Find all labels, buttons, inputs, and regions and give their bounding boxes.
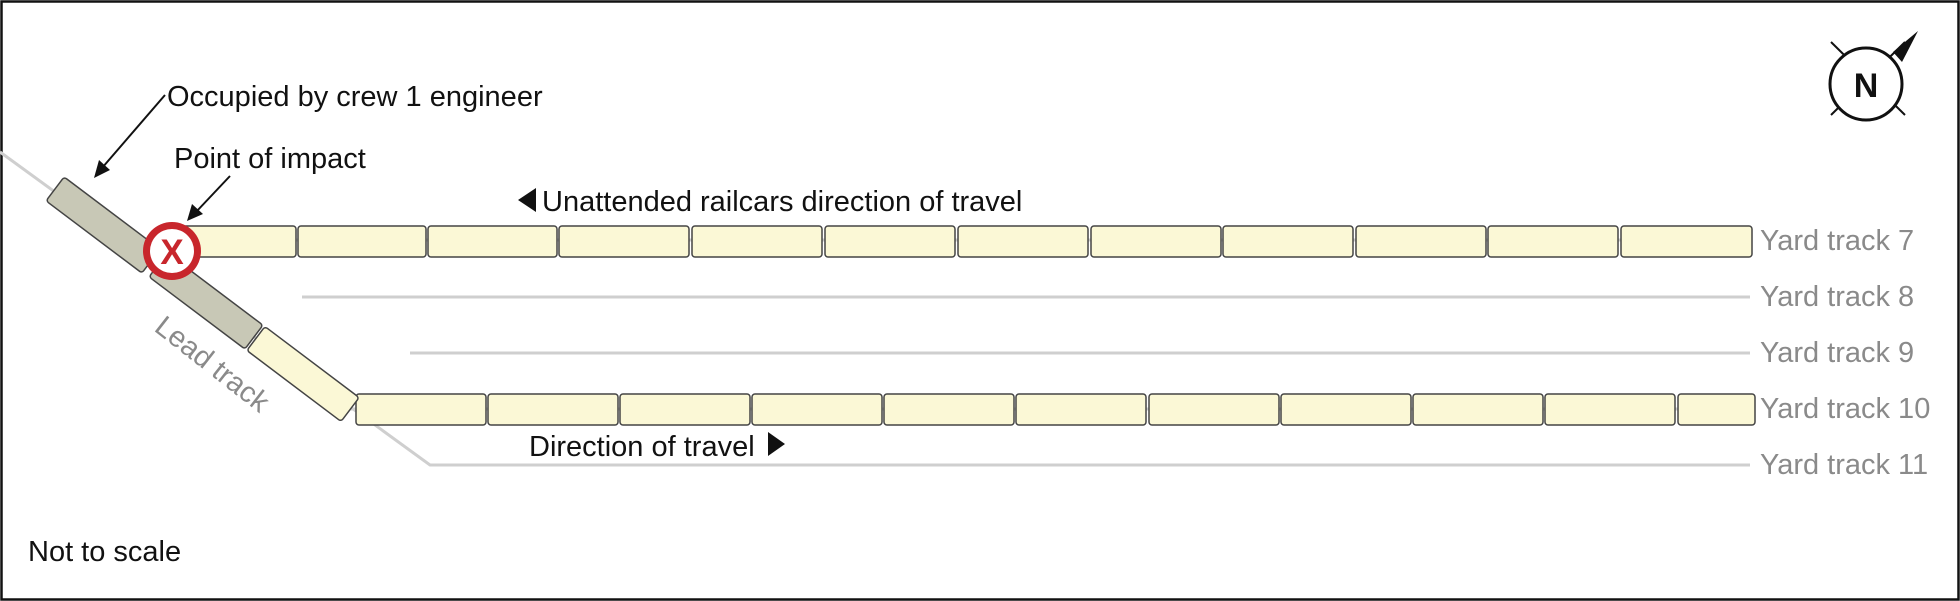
railcar (487, 393, 619, 426)
railcar (691, 225, 823, 258)
arrow-left-icon (518, 188, 536, 212)
railcar (1148, 393, 1280, 426)
impact-callout-head (187, 204, 203, 221)
railcar (1487, 225, 1619, 258)
railcar (1222, 225, 1354, 258)
railcar (883, 393, 1015, 426)
railcar (824, 225, 956, 258)
compass-icon: N (1828, 31, 1918, 122)
railcar (1015, 393, 1147, 426)
occupied-callout-head (94, 160, 110, 178)
railcar (957, 225, 1089, 258)
locomotive (46, 177, 160, 273)
track-label-7: Yard track 7 (1760, 225, 1914, 257)
arrow-right-icon (768, 432, 785, 456)
track-label-9: Yard track 9 (1760, 337, 1914, 369)
occupied-label: Occupied by crew 1 engineer (167, 81, 543, 113)
railcar (355, 393, 487, 426)
railcar (1280, 393, 1412, 426)
not-to-scale-label: Not to scale (28, 536, 181, 568)
lead-track-cars (46, 177, 359, 422)
impact-x-icon: X (143, 222, 201, 280)
railcar (1355, 225, 1487, 258)
svg-text:X: X (160, 233, 184, 272)
railcar (427, 225, 558, 258)
railcar (751, 393, 883, 426)
impact-callout-line (195, 175, 231, 213)
railcar (558, 225, 690, 258)
track-label-8: Yard track 8 (1760, 281, 1914, 313)
svg-text:N: N (1854, 67, 1879, 105)
impact-label: Point of impact (174, 143, 366, 175)
unattended-direction-label: Unattended railcars direction of travel (542, 186, 1022, 218)
track-label-10: Yard track 10 (1760, 393, 1930, 425)
railcar (247, 326, 359, 422)
railcar (1412, 393, 1544, 426)
track-label-11: Yard track 11 (1760, 449, 1928, 481)
railcar (297, 225, 427, 258)
railcar (1677, 393, 1756, 426)
track-10-railcars (355, 393, 1756, 426)
track-labels: Yard track 7 Yard track 8 Yard track 9 Y… (1760, 225, 1930, 481)
railcar (1620, 225, 1753, 258)
railcar (1544, 393, 1676, 426)
travel-direction-label: Direction of travel (529, 431, 755, 463)
railcar (1090, 225, 1222, 258)
callout-arrows (94, 94, 231, 221)
track-7-railcars (165, 225, 1753, 258)
railcar (619, 393, 751, 426)
occupied-callout-line (101, 94, 166, 169)
